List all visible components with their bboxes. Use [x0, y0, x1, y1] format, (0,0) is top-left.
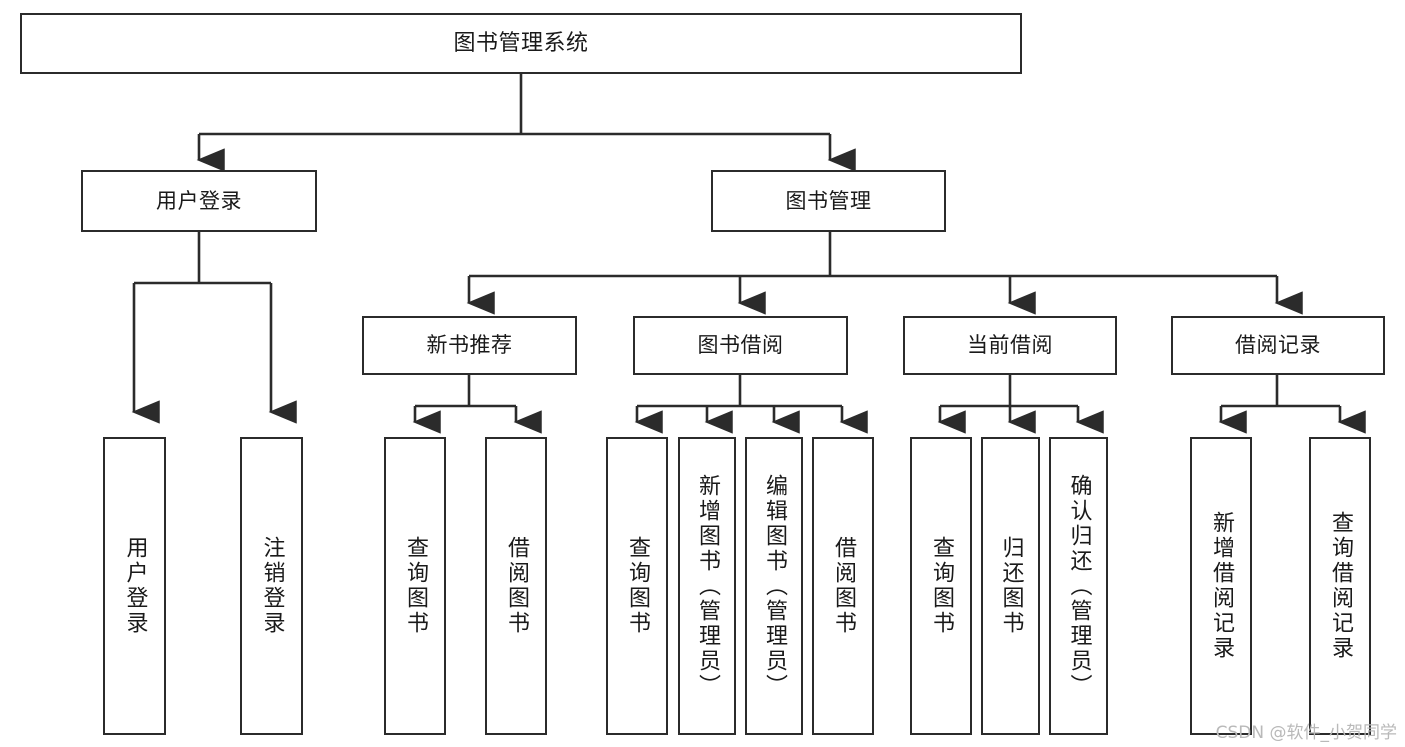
- leaf-query-book-3[interactable]: 查询图书: [910, 437, 972, 735]
- leaf-return-book[interactable]: 归还图书: [981, 437, 1040, 735]
- watermark: CSDN @软件_小贺同学: [1215, 723, 1397, 743]
- node-label: 归还图书: [998, 536, 1024, 636]
- node-label: 确认归还（管理员）: [1066, 473, 1092, 699]
- node-label: 查询图书: [625, 536, 650, 636]
- leaf-query-book-1[interactable]: 查询图书: [384, 437, 446, 735]
- node-label: 图书管理系统: [453, 30, 589, 56]
- leaf-confirm-return[interactable]: 确认归还（管理员）: [1049, 437, 1108, 735]
- leaf-query-book-2[interactable]: 查询图书: [606, 437, 668, 735]
- node-root-system[interactable]: 图书管理系统: [20, 13, 1022, 74]
- node-current-borrow[interactable]: 当前借阅: [903, 316, 1117, 375]
- node-label: 图书管理: [785, 188, 872, 213]
- node-book-borrow[interactable]: 图书借阅: [633, 316, 848, 375]
- leaf-borrow-book-2[interactable]: 借阅图书: [812, 437, 874, 735]
- leaf-add-book[interactable]: 新增图书（管理员）: [678, 437, 736, 735]
- node-user-login[interactable]: 用户登录: [81, 170, 317, 232]
- node-label: 借阅图书: [504, 536, 529, 636]
- node-label: 用户登录: [122, 536, 148, 636]
- node-label: 新增借阅记录: [1209, 511, 1234, 661]
- leaf-borrow-book-1[interactable]: 借阅图书: [485, 437, 547, 735]
- leaf-edit-book[interactable]: 编辑图书（管理员）: [745, 437, 803, 735]
- node-label: 查询图书: [403, 536, 428, 636]
- node-new-book-rec[interactable]: 新书推荐: [362, 316, 577, 375]
- node-label: 注销登录: [259, 536, 285, 636]
- node-borrow-record[interactable]: 借阅记录: [1171, 316, 1385, 375]
- leaf-add-record[interactable]: 新增借阅记录: [1190, 437, 1252, 735]
- leaf-logout-login[interactable]: 注销登录: [240, 437, 303, 735]
- node-label: 借阅记录: [1235, 333, 1321, 358]
- node-label: 当前借阅: [967, 333, 1053, 358]
- node-label: 查询图书: [929, 536, 954, 636]
- node-label: 图书借阅: [697, 333, 784, 358]
- node-label: 新增图书（管理员）: [695, 473, 720, 699]
- node-label: 新书推荐: [426, 333, 513, 358]
- node-label: 编辑图书（管理员）: [762, 473, 787, 699]
- node-label: 查询借阅记录: [1328, 511, 1353, 661]
- node-label: 借阅图书: [831, 536, 856, 636]
- leaf-user-login[interactable]: 用户登录: [103, 437, 166, 735]
- node-book-manage[interactable]: 图书管理: [711, 170, 946, 232]
- leaf-query-record[interactable]: 查询借阅记录: [1309, 437, 1371, 735]
- node-label: 用户登录: [156, 188, 242, 213]
